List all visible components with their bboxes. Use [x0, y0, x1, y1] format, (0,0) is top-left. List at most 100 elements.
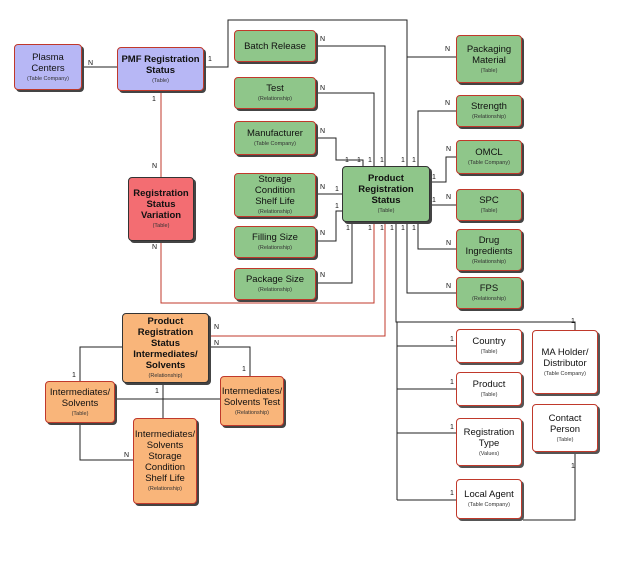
edge-package-prs: [317, 222, 353, 284]
entity-type: (Relationship): [258, 287, 292, 293]
entity-title: Plasma Centers: [31, 51, 65, 74]
entity-title: PMF Registration Status: [121, 53, 200, 76]
edge-filling-prs: [317, 210, 342, 242]
edge-prs-intermediates: [209, 222, 386, 337]
cardinality-label: 1: [450, 336, 454, 343]
entity-intermediates-solvents[interactable]: Intermediates/ Solvents (Table): [45, 381, 115, 423]
entity-type: (Table Company): [468, 160, 510, 166]
entity-title: Drug Ingredients: [465, 234, 513, 257]
entity-title: MA Holder/ Distributor: [541, 346, 589, 369]
entity-ma-holder[interactable]: MA Holder/ Distributor (Table Company): [532, 330, 598, 394]
entity-fps[interactable]: FPS (Relationship): [456, 277, 522, 309]
entity-title: Registration Status Variation: [133, 188, 189, 221]
entity-intermediates-storage[interactable]: Intermediates/ Solvents Storage Conditio…: [133, 418, 197, 504]
cardinality-label: N: [446, 194, 452, 201]
entity-omcl[interactable]: OMCL (Table Company): [456, 140, 522, 174]
entity-type: (Relationship): [472, 296, 506, 302]
cardinality-label: 1: [571, 318, 575, 325]
entity-title: Batch Release: [244, 40, 306, 52]
entity-type: (Table): [71, 410, 89, 417]
entity-pmf-status[interactable]: PMF Registration Status (Table): [117, 47, 204, 91]
entity-type: (Relationship): [472, 258, 506, 265]
entity-title: Local Agent: [464, 489, 514, 500]
cardinality-label: N: [446, 240, 452, 247]
entity-type: (Table): [480, 67, 498, 74]
cardinality-label: 1: [242, 366, 246, 373]
entity-contact-person[interactable]: Contact Person (Table): [532, 404, 598, 452]
entity-local-agent[interactable]: Local Agent (Table Company): [456, 479, 522, 519]
entity-type: (Values): [478, 450, 500, 457]
cardinality-label: 1: [450, 379, 454, 386]
cardinality-label: 1: [155, 388, 159, 395]
entity-title: Manufacturer: [247, 128, 303, 139]
cardinality-label: N: [320, 184, 326, 191]
entity-test[interactable]: Test (Relationship): [234, 77, 316, 109]
entity-product[interactable]: Product (Table): [456, 372, 522, 406]
cardinality-label: 1: [380, 225, 384, 232]
edge-contact-localagent: [523, 452, 576, 521]
entity-product-registration-status[interactable]: Product Registration Status (Table): [342, 166, 430, 222]
edge-manufacturer-prs: [317, 137, 364, 166]
edge-prsi-intermediates: [79, 346, 122, 381]
entity-title: Packaging Material: [466, 43, 512, 66]
entity-plasma-centers[interactable]: Plasma Centers (Table Company): [14, 44, 82, 90]
entity-storage-condition[interactable]: Storage Condition Shelf Life (Relationsh…: [234, 173, 316, 217]
entity-registration-type[interactable]: Registration Type (Values): [456, 418, 522, 466]
cardinality-label: N: [320, 85, 326, 92]
cardinality-label: 1: [390, 225, 394, 232]
entity-title: Product Registration Status: [358, 173, 414, 206]
cardinality-label: 1: [345, 157, 349, 164]
cardinality-label: 1: [208, 56, 212, 63]
cardinality-label: N: [124, 452, 130, 459]
cardinality-label: 1: [346, 225, 350, 232]
cardinality-label: N: [320, 230, 326, 237]
cardinality-label: 1: [412, 157, 416, 164]
entity-title: Intermediates/ Solvents Storage Conditio…: [134, 429, 196, 484]
entity-country[interactable]: Country (Table): [456, 329, 522, 363]
entity-type: (Table): [377, 208, 395, 214]
entity-title: OMCL: [475, 147, 503, 158]
entity-type: (Relationship): [235, 409, 269, 416]
entity-title: Package Size: [245, 274, 305, 285]
cardinality-label: 1: [450, 490, 454, 497]
entity-type: (Relationship): [148, 486, 182, 492]
entity-prs-intermediates[interactable]: Product Registration Status Intermediate…: [122, 313, 209, 383]
entity-title: Filling Size: [252, 232, 298, 243]
entity-batch-release[interactable]: Batch Release: [234, 30, 316, 62]
entity-packaging-material[interactable]: Packaging Material (Table): [456, 35, 522, 83]
entity-type: (Table Company): [544, 370, 586, 377]
entity-type: (Table Company): [254, 141, 296, 147]
edge-intsolv-storage: [79, 423, 133, 461]
cardinality-label: 1: [380, 157, 384, 164]
entity-package-size[interactable]: Package Size (Relationship): [234, 268, 316, 300]
entity-title: Product Registration Status Intermediate…: [133, 316, 198, 371]
edge-prs-strength: [417, 110, 456, 166]
cardinality-label: N: [88, 60, 94, 67]
cardinality-label: N: [152, 163, 158, 170]
entity-type: (Table): [152, 77, 169, 84]
cardinality-label: 1: [368, 225, 372, 232]
entity-filling-size[interactable]: Filling Size (Relationship): [234, 226, 316, 258]
edge-prs-omcl: [430, 156, 456, 183]
entity-manufacturer[interactable]: Manufacturer (Table Company): [234, 121, 316, 155]
cardinality-label: N: [320, 128, 326, 135]
cardinality-label: 1: [401, 157, 405, 164]
cardinality-label: 1: [152, 96, 156, 103]
entity-strength[interactable]: Strength (Relationship): [456, 95, 522, 127]
edge-prs-fps: [406, 222, 456, 294]
entity-registration-variation[interactable]: Registration Status Variation (Table): [128, 177, 194, 241]
edge-test-prs: [317, 92, 375, 166]
cardinality-label: N: [445, 100, 451, 107]
entity-spc[interactable]: SPC (Table): [456, 189, 522, 221]
cardinality-label: 1: [401, 225, 405, 232]
entity-type: (Table Company): [468, 502, 510, 508]
entity-type: (Table): [152, 223, 170, 229]
entity-title: Product: [472, 379, 506, 390]
cardinality-label: 1: [335, 186, 339, 193]
entity-intermediates-solvents-test[interactable]: Intermediates/ Solvents Test (Relationsh…: [220, 376, 284, 426]
cardinality-label: 1: [432, 197, 436, 204]
entity-drug-ingredients[interactable]: Drug Ingredients (Relationship): [456, 229, 522, 271]
cardinality-label: 1: [368, 157, 372, 164]
cardinality-label: 1: [357, 157, 361, 164]
